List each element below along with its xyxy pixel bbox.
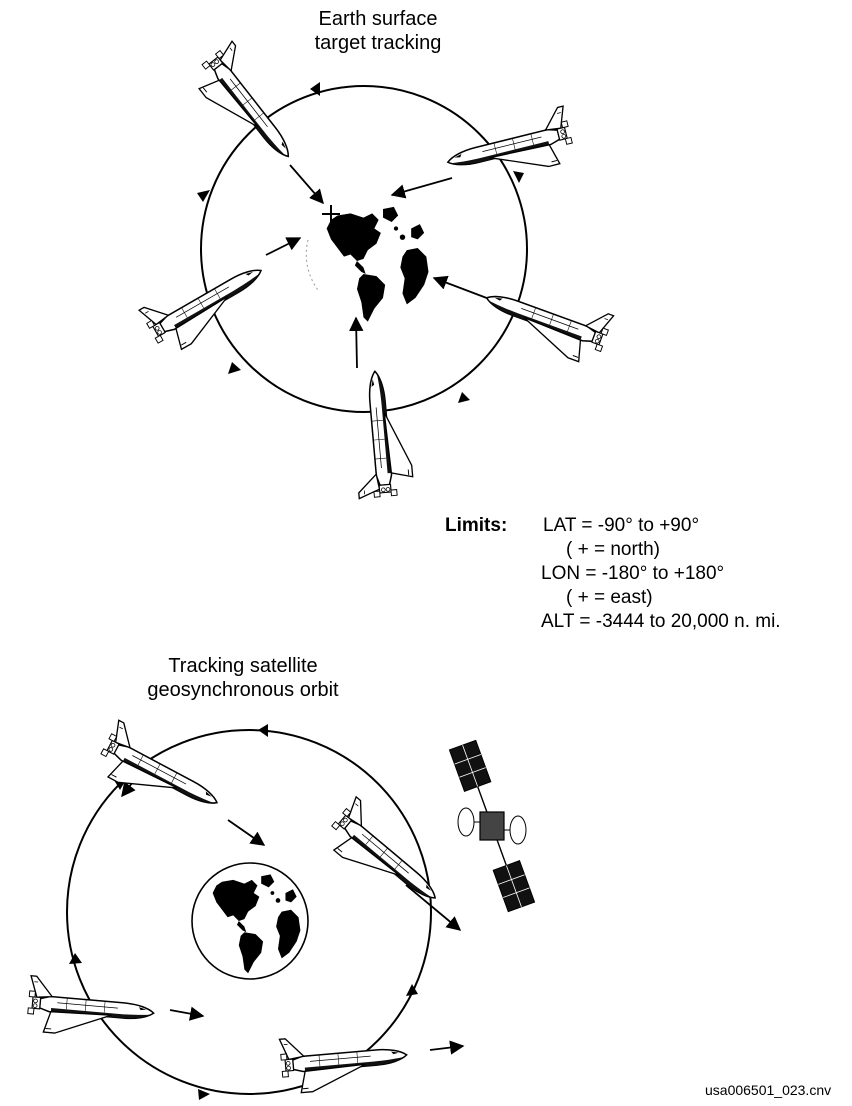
limits-heading: Limits: [445,515,508,536]
top-title-line2: target tracking [314,32,442,54]
top-tracking-arrows [265,164,493,369]
space-shuttle-icon [187,40,310,175]
satellite-icon [448,739,536,913]
top-orbit-arrows [197,82,524,403]
space-shuttle-icon [278,1027,410,1095]
bottom-title-line1: Tracking satellite [168,655,318,677]
limits-alt: ALT = -3444 to 20,000 n. mi. [541,611,781,632]
top-orbit-circle [200,85,528,413]
limits-lat-note: ( + = north) [566,539,660,560]
space-shuttle-icon [347,368,415,500]
space-shuttle-icon [476,272,615,369]
limits-lon-note: ( + = east) [566,587,653,608]
bottom-orbit-circle [66,729,432,1095]
top-panel [138,40,615,500]
target-cross-icon [322,205,340,223]
bottom-panel [25,719,536,1100]
space-shuttle-icon [319,796,453,921]
space-shuttle-icon [25,974,157,1043]
limits-lat: LAT = -90° to +90° [543,515,700,536]
limits-lon: LON = -180° to +180° [541,563,725,584]
bottom-earth [191,862,309,980]
space-shuttle-icon [92,719,231,829]
earth-globe-icon [326,206,429,322]
file-id-label: usa006501_023.cnv [705,1082,832,1098]
top-title-line1: Earth surface [318,8,438,30]
bottom-title-line2: geosynchronous orbit [147,679,339,701]
top-earth [305,205,429,322]
top-shuttles [138,40,615,500]
space-shuttle-icon [138,246,277,359]
